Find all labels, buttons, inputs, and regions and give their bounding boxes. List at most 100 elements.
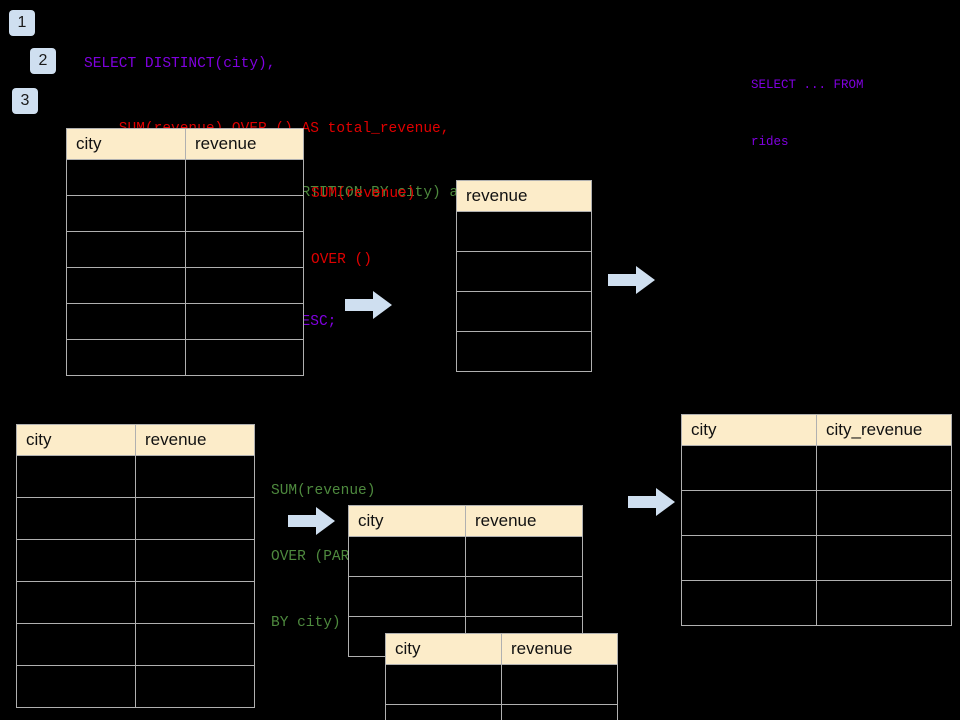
table-cell xyxy=(185,339,304,376)
annotation-line-2: OVER () xyxy=(311,252,372,268)
step-badge-1[interactable]: 1 xyxy=(9,10,35,36)
table-row xyxy=(385,704,618,720)
table-cell xyxy=(465,536,583,577)
annotation-line-1: SUM(revenue) xyxy=(311,186,416,202)
table-cell xyxy=(16,539,136,582)
table-cell xyxy=(348,576,466,617)
table-cell xyxy=(66,159,186,196)
table-cell xyxy=(16,497,136,540)
table-source-rides-2: city revenue xyxy=(16,424,255,708)
table-source-rides: city revenue xyxy=(66,128,304,376)
table-row xyxy=(385,664,618,705)
table-cell xyxy=(816,445,952,491)
table-total-revenue-result: revenue xyxy=(456,180,592,372)
table-row xyxy=(681,535,952,581)
table-cell xyxy=(135,665,255,708)
column-header-city-revenue: city_revenue xyxy=(816,414,952,446)
table-cell xyxy=(185,267,304,304)
table-cell xyxy=(66,339,186,376)
table-cell xyxy=(681,535,817,581)
table-row xyxy=(456,251,592,292)
table-header-row: city revenue xyxy=(16,424,255,456)
table-row xyxy=(16,455,255,498)
column-header-revenue: revenue xyxy=(465,505,583,537)
table-cell xyxy=(681,490,817,536)
annotation-line-1: SUM(revenue) xyxy=(271,483,376,499)
table-header-row: city revenue xyxy=(385,633,618,665)
table-cell xyxy=(16,581,136,624)
column-header-revenue: revenue xyxy=(185,128,304,160)
table-row xyxy=(681,490,952,536)
arrow-right-icon-1 xyxy=(345,290,393,320)
table-cell xyxy=(465,576,583,617)
table-row xyxy=(348,576,583,617)
table-cell xyxy=(816,490,952,536)
table-row xyxy=(16,581,255,624)
step-badge-2[interactable]: 2 xyxy=(30,48,56,74)
table-cell xyxy=(66,267,186,304)
table-row xyxy=(16,497,255,540)
table-header-row: city city_revenue xyxy=(681,414,952,446)
table-row xyxy=(16,665,255,708)
table-cell xyxy=(135,455,255,498)
table-cell xyxy=(185,195,304,232)
step-badge-3[interactable]: 3 xyxy=(12,88,38,114)
table-final-result: city city_revenue xyxy=(681,414,952,626)
table-row xyxy=(66,267,304,304)
table-row xyxy=(66,339,304,376)
table-row xyxy=(66,303,304,340)
side-note-line-1: SELECT ... FROM xyxy=(751,78,864,92)
annotation-total-revenue: SUM(revenue) OVER () xyxy=(311,139,415,315)
annotation-line-3: BY city) xyxy=(271,615,341,631)
table-cell xyxy=(16,623,136,666)
table-header-row: city revenue xyxy=(66,128,304,160)
table-cell xyxy=(816,535,952,581)
arrow-right-icon-2 xyxy=(608,265,656,295)
column-header-city: city xyxy=(16,424,136,456)
arrow-right-icon-4 xyxy=(628,487,676,517)
table-cell xyxy=(501,664,618,705)
table-cell xyxy=(135,539,255,582)
table-row xyxy=(16,623,255,666)
column-header-revenue: revenue xyxy=(135,424,255,456)
column-header-city: city xyxy=(681,414,817,446)
table-cell xyxy=(681,445,817,491)
table-row xyxy=(66,195,304,232)
table-cell xyxy=(385,664,502,705)
table-cell xyxy=(185,159,304,196)
table-header-row: city revenue xyxy=(348,505,583,537)
side-note-line-2: rides xyxy=(751,135,789,149)
table-row xyxy=(66,159,304,196)
column-header-revenue: revenue xyxy=(456,180,592,212)
column-header-city: city xyxy=(66,128,186,160)
table-cell xyxy=(456,251,592,292)
table-cell xyxy=(681,580,817,626)
table-cell xyxy=(816,580,952,626)
column-header-city: city xyxy=(348,505,466,537)
table-cell xyxy=(185,303,304,340)
table-cell xyxy=(501,704,618,720)
table-cell xyxy=(135,581,255,624)
table-cell xyxy=(66,195,186,232)
table-row xyxy=(348,536,583,577)
arrow-right-icon-3 xyxy=(288,506,336,536)
table-cell xyxy=(16,665,136,708)
table-cell xyxy=(348,536,466,577)
table-cell xyxy=(456,291,592,332)
column-header-city: city xyxy=(385,633,502,665)
table-row xyxy=(16,539,255,582)
table-cell xyxy=(16,455,136,498)
table-cell xyxy=(456,331,592,372)
table-cell xyxy=(385,704,502,720)
table-partition-front: city revenue xyxy=(385,633,618,720)
table-row xyxy=(681,445,952,491)
table-cell xyxy=(456,211,592,252)
table-row xyxy=(456,291,592,332)
table-cell xyxy=(185,231,304,268)
table-header-row: revenue xyxy=(456,180,592,212)
table-cell xyxy=(66,231,186,268)
table-row xyxy=(456,211,592,252)
table-row xyxy=(681,580,952,626)
table-cell xyxy=(66,303,186,340)
